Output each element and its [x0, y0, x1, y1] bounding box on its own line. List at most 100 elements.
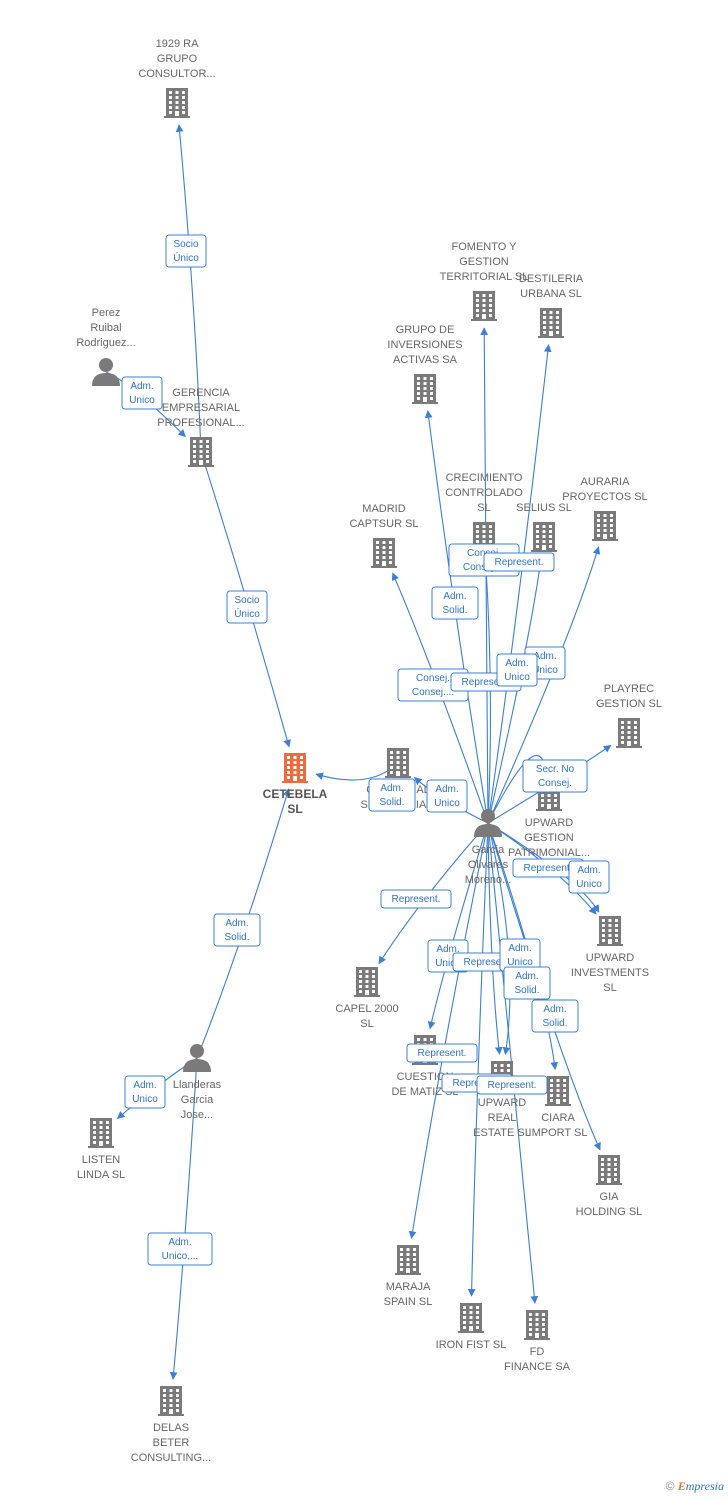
gia-building-icon[interactable] — [596, 1155, 622, 1185]
svg-text:Adm.Unico: Adm.Unico — [576, 865, 602, 890]
edge-label-garcia-to-upwardre[interactable]: Adm.Unico — [499, 938, 541, 972]
svg-text:Adm.Solid.: Adm.Solid. — [379, 783, 404, 808]
selius-label[interactable]: SELIUS SL — [516, 502, 572, 514]
svg-text:Represent.: Represent. — [392, 894, 441, 905]
svg-text:Adm.Unico: Adm.Unico — [132, 1080, 158, 1105]
svg-text:Adm.Solid.: Adm.Solid. — [514, 971, 539, 996]
edge-label-garcia-to-upwardinv[interactable]: Adm.Unico — [568, 860, 610, 894]
edge-label-perez-to-gerencia[interactable]: Adm.Unico — [121, 376, 163, 410]
edge-label-garcia-to-selius[interactable]: Represent. — [483, 552, 555, 572]
edge-label-garcia-to-gerencial[interactable]: Adm.Unico — [426, 779, 468, 813]
edge-label-garcia-to-gia[interactable]: Adm.Solid. — [503, 966, 551, 1000]
ironfist-building-icon[interactable] — [458, 1303, 484, 1333]
svg-text:Adm.Unico: Adm.Unico — [434, 784, 460, 809]
edge-label-garcia-to-maraja[interactable]: Represent. — [406, 1043, 478, 1063]
svg-text:Adm.Unico: Adm.Unico — [507, 943, 533, 968]
grupoinv-building-icon[interactable] — [412, 374, 438, 404]
ironfist-label[interactable]: IRON FIST SL — [436, 1339, 507, 1351]
edge-label-garcia-to-fd[interactable]: Represent. — [476, 1075, 548, 1095]
edge-garcia-to-fomento — [480, 327, 489, 824]
garcia-person-icon[interactable] — [474, 809, 502, 837]
edge-label-garcia-to-upwardgp[interactable]: Adm.Unico — [496, 653, 538, 687]
edge-garcia-to-destileria — [487, 344, 552, 824]
llanderas-person-icon[interactable] — [183, 1044, 211, 1072]
perez-person-icon[interactable] — [92, 358, 120, 386]
svg-text:Adm.Unico: Adm.Unico — [129, 381, 155, 406]
edge-layer — [105, 124, 612, 1380]
edge-gerencia-to-ra1929 — [175, 124, 202, 453]
edge-garcia-to-upwardre — [487, 822, 503, 1055]
svg-text:Adm.Unico: Adm.Unico — [435, 944, 461, 969]
playrec-building-icon[interactable] — [616, 718, 642, 748]
svg-text:Adm.Unico: Adm.Unico — [532, 651, 558, 676]
edge-llanderas-to-delas — [169, 1057, 198, 1380]
edge-label-llanderas-to-cetebela[interactable]: Adm.Solid. — [213, 913, 261, 947]
svg-text:Represent.: Represent. — [462, 677, 511, 688]
svg-text:Represent.: Represent. — [464, 957, 513, 968]
svg-text:Adm.Solid.: Adm.Solid. — [224, 918, 249, 943]
svg-text:Represent.: Represent. — [524, 863, 573, 874]
copyright-symbol: © — [665, 1479, 675, 1493]
madrid-building-icon[interactable] — [371, 538, 397, 568]
svg-text:Represent.: Represent. — [495, 557, 544, 568]
fd-building-icon[interactable] — [524, 1310, 550, 1340]
maraja-building-icon[interactable] — [395, 1245, 421, 1275]
footer-brand[interactable]: © Empresia — [666, 1479, 724, 1494]
gerencial-building-icon[interactable] — [385, 748, 411, 778]
selius-building-icon[interactable] — [531, 522, 557, 552]
ciara-building-icon[interactable] — [545, 1076, 571, 1106]
auraria-building-icon[interactable] — [592, 511, 618, 541]
svg-text:Consej.Consej....: Consej.Consej.... — [412, 673, 454, 698]
edge-label-garcia-to-ciara[interactable]: Adm.Solid. — [531, 999, 579, 1033]
edge-label-garcia-to-grupoinv[interactable]: Adm.Solid. — [431, 586, 479, 620]
fomento-building-icon[interactable] — [471, 291, 497, 321]
delas-building-icon[interactable] — [158, 1386, 184, 1416]
ra1929-building-icon[interactable] — [164, 88, 190, 118]
cetebela-building-icon[interactable] — [282, 753, 308, 783]
edge-label-garcia-to-capel[interactable]: Represent. — [380, 889, 452, 909]
edge-label-gerencial-to-cetebela[interactable]: Adm.Solid. — [368, 778, 416, 812]
svg-text:Represent.: Represent. — [418, 1048, 467, 1059]
svg-text:Represent.: Represent. — [488, 1080, 537, 1091]
upwardinv-building-icon[interactable] — [597, 916, 623, 946]
svg-text:Adm.Solid.: Adm.Solid. — [442, 591, 467, 616]
svg-text:Adm.Unico: Adm.Unico — [504, 658, 530, 683]
edge-label-llanderas-to-listen[interactable]: Adm.Unico — [124, 1075, 166, 1109]
listen-building-icon[interactable] — [88, 1118, 114, 1148]
capel-building-icon[interactable] — [354, 967, 380, 997]
gerencia-building-icon[interactable] — [188, 437, 214, 467]
destileria-building-icon[interactable] — [538, 308, 564, 338]
empresia-logo: Empresia — [677, 1479, 724, 1493]
edge-label-llanderas-to-delas[interactable]: Adm.Unico,... — [147, 1232, 213, 1266]
